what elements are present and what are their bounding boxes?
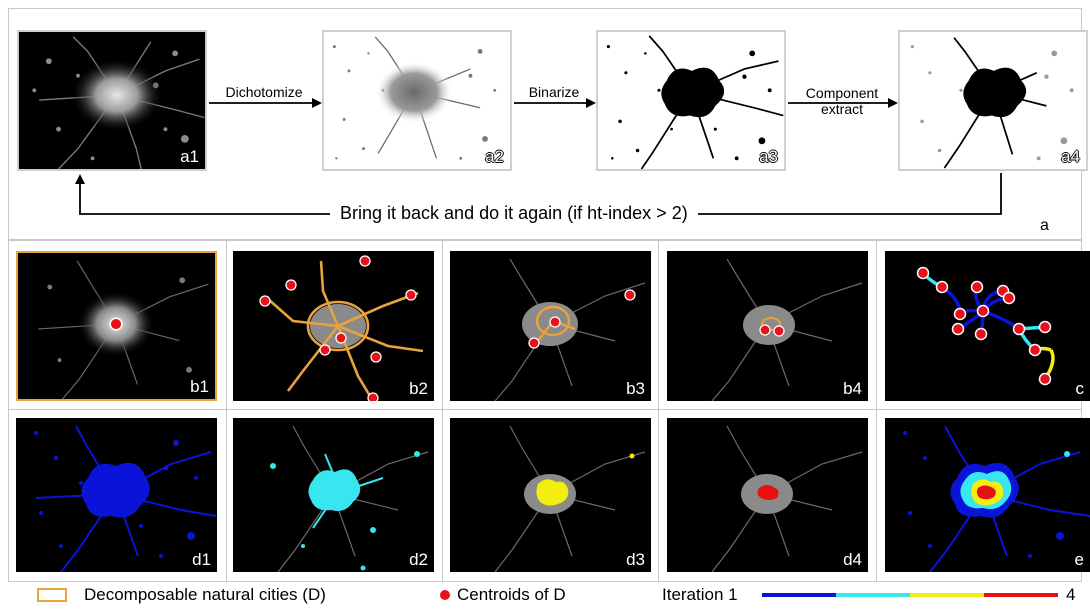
grid-col-2 [442, 240, 443, 582]
panel-label: b2 [409, 379, 428, 398]
legend-iteration-start: Iteration 1 [662, 585, 738, 604]
legend-iteration-end: 4 [1066, 585, 1076, 604]
panel-label: d4 [843, 550, 862, 569]
legend-ramp-iter1 [762, 593, 836, 597]
decomposable-cities-image [233, 251, 434, 401]
panel-d4: d4 [667, 418, 868, 572]
panel-label: d2 [409, 550, 428, 569]
iteration-4-map [667, 418, 868, 572]
legend-centroid-marker [440, 590, 450, 600]
iteration-2-map [233, 418, 434, 572]
panel-label: b4 [843, 379, 862, 398]
panel-label: a3 [759, 147, 778, 166]
loop-label: Bring it back and do it again (if ht-ind… [330, 203, 698, 224]
binarized-image [598, 32, 784, 169]
section-label-a: a [1040, 217, 1049, 234]
panel-a4: a4 [898, 30, 1088, 171]
grid-frame [8, 240, 1082, 582]
panel-label: a1 [180, 147, 199, 166]
panel-label: b3 [626, 379, 645, 398]
legend-centroid-label: Centroids of D [457, 585, 566, 604]
arrow-label-dichotomize: Dichotomize [225, 84, 303, 100]
panel-label: b1 [190, 377, 209, 396]
panel-d1: d1 [16, 418, 217, 572]
panel-label: c [1075, 379, 1085, 398]
panel-d2: d2 [233, 418, 434, 572]
panel-label: a4 [1061, 147, 1080, 166]
arrow-label-binarize: Binarize [528, 84, 580, 100]
grid-midline [8, 409, 1082, 410]
night-light-image [18, 253, 215, 399]
legend-decomposable-swatch [37, 588, 67, 602]
panel-a3: a3 [596, 30, 786, 171]
panel-label: e [1074, 550, 1084, 569]
grid-col-4 [876, 240, 877, 582]
panel-label: d1 [192, 550, 211, 569]
grid-col-3 [658, 240, 659, 582]
panel-d3: d3 [450, 418, 651, 572]
legend-ramp-iter4 [984, 593, 1058, 597]
iteration-1-map [16, 418, 217, 572]
legend-ramp-iter2 [836, 593, 910, 597]
iteration-3-map [450, 418, 651, 572]
panel-b1: b1 [16, 251, 217, 401]
panel-b3: b3 [450, 251, 651, 401]
panel-label: a2 [485, 147, 504, 166]
panel-b2: b2 [233, 251, 434, 401]
panel-e: e [885, 418, 1090, 572]
legend-decomposable-label: Decomposable natural cities (D) [84, 585, 326, 604]
combined-iterations-map [885, 418, 1090, 572]
panel-a2: a2 [322, 30, 512, 171]
dichotomized-image [324, 32, 510, 169]
grid-col-1 [226, 240, 227, 582]
panel-c: c [885, 251, 1090, 401]
arrow-label-component-extract: Component extract [805, 85, 879, 117]
panel-a1: a1 [17, 30, 207, 171]
legend-ramp-iter3 [910, 593, 984, 597]
iteration-tree-graph [885, 251, 1090, 401]
panel-b4: b4 [667, 251, 868, 401]
decomposable-cities-image [450, 251, 651, 401]
night-light-image [19, 32, 205, 169]
panel-label: d3 [626, 550, 645, 569]
decomposable-cities-image [667, 251, 868, 401]
component-extract-image [900, 32, 1086, 169]
